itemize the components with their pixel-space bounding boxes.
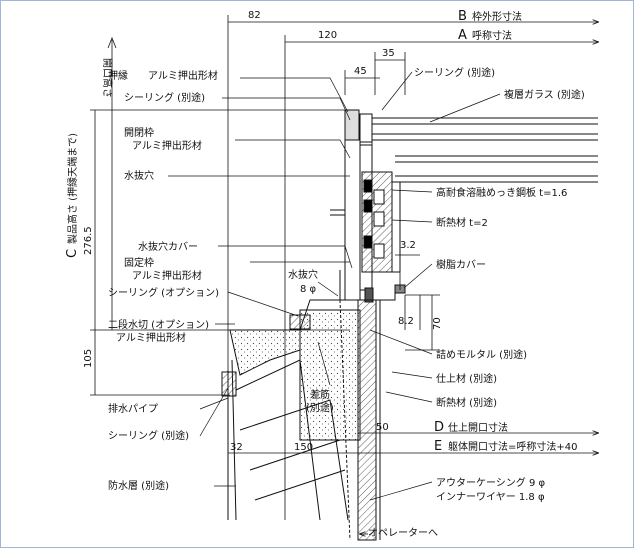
label-alumi-2: アルミ押出形材: [132, 139, 202, 152]
label-nidan: 二段水切 (オプション): [108, 318, 209, 331]
dim-82: 82: [248, 10, 261, 21]
label-drain: 排水パイプ: [108, 402, 158, 415]
label-operator: オペレーターへ: [368, 527, 438, 539]
label-b-letter: B: [458, 9, 467, 24]
label-kaihei: 開閉枠: [124, 126, 154, 139]
dim-35: 35: [382, 48, 395, 59]
leader-lines: [168, 71, 501, 540]
label-mortar: 詰めモルタル (別途): [436, 348, 527, 361]
label-sashi: 差筋: [310, 388, 330, 401]
label-b-text: 枠外形寸法: [472, 10, 522, 23]
label-e-letter: E: [434, 439, 442, 454]
dim-120: 120: [318, 30, 337, 41]
label-glass: 複層ガラス (別途): [504, 88, 585, 101]
label-casing: アウターケーシング 9 φ: [436, 476, 546, 489]
dim-276-5: 276.5: [83, 226, 94, 255]
dim-32: 32: [230, 442, 243, 453]
dim-150: 150: [294, 442, 313, 453]
label-a-letter: A: [458, 28, 467, 43]
dim-45: 45: [354, 66, 367, 77]
dimension-lines-left: [90, 36, 350, 396]
label-sealing-opt: シーリング (オプション): [108, 286, 219, 299]
label-alumi-1: アルミ押出形材: [148, 69, 218, 82]
label-e-text: 躯体開口寸法=呼称寸法+40: [448, 440, 577, 453]
label-insul: 断熱材 t=2: [436, 216, 488, 229]
aluminum-frame: [280, 109, 406, 331]
label-steel: 高耐食溶融めっき鋼板 t=1.6: [436, 186, 567, 199]
label-c-letter: C: [65, 249, 80, 258]
label-alumi-4: アルミ押出形材: [116, 331, 186, 344]
label-mizunuki-cover: 水抜穴カバー: [138, 240, 198, 253]
label-oshibuchi: 押縁: [108, 69, 128, 82]
dim-3-2: 3.2: [400, 240, 416, 251]
wall-section: [221, 299, 381, 541]
dim-8-2: 8.2: [398, 316, 414, 327]
label-a-text: 呼称寸法: [472, 29, 512, 42]
double-glazing: [371, 114, 598, 183]
label-waterproof: 防水層 (別途): [108, 479, 169, 492]
label-d-text: 仕上開口寸法: [448, 421, 508, 434]
label-alumi-3: アルミ押出形材: [132, 269, 202, 282]
dimension-lines-right: [395, 240, 440, 351]
dim-105: 105: [83, 349, 94, 368]
label-sealing-2: シーリング (別途): [108, 429, 189, 442]
label-phi8: 8 φ: [300, 284, 317, 295]
label-insul-2: 断熱材 (別途): [436, 396, 497, 409]
label-sealing-top: シーリング (別途): [414, 66, 495, 79]
label-opening-height: 開口高さ: [101, 58, 114, 98]
label-resin: 樹脂カバー: [436, 258, 486, 271]
label-sashi-betto: (別途): [306, 401, 334, 414]
label-finish: 仕上材 (別途): [436, 372, 497, 385]
label-wire: インナーワイヤー 1.8 φ: [436, 491, 545, 503]
label-kotei: 固定枠: [124, 256, 154, 269]
label-d-letter: D: [434, 420, 444, 435]
dim-50: 50: [376, 422, 389, 433]
label-mizunuki: 水抜穴: [124, 169, 154, 182]
dim-70: 70: [432, 317, 443, 330]
label-mizunuki-2: 水抜穴: [288, 268, 318, 281]
label-sealing-1: シーリング (別途): [124, 91, 205, 104]
label-c-text: 製品高さ (押縁天端まで): [66, 133, 79, 244]
